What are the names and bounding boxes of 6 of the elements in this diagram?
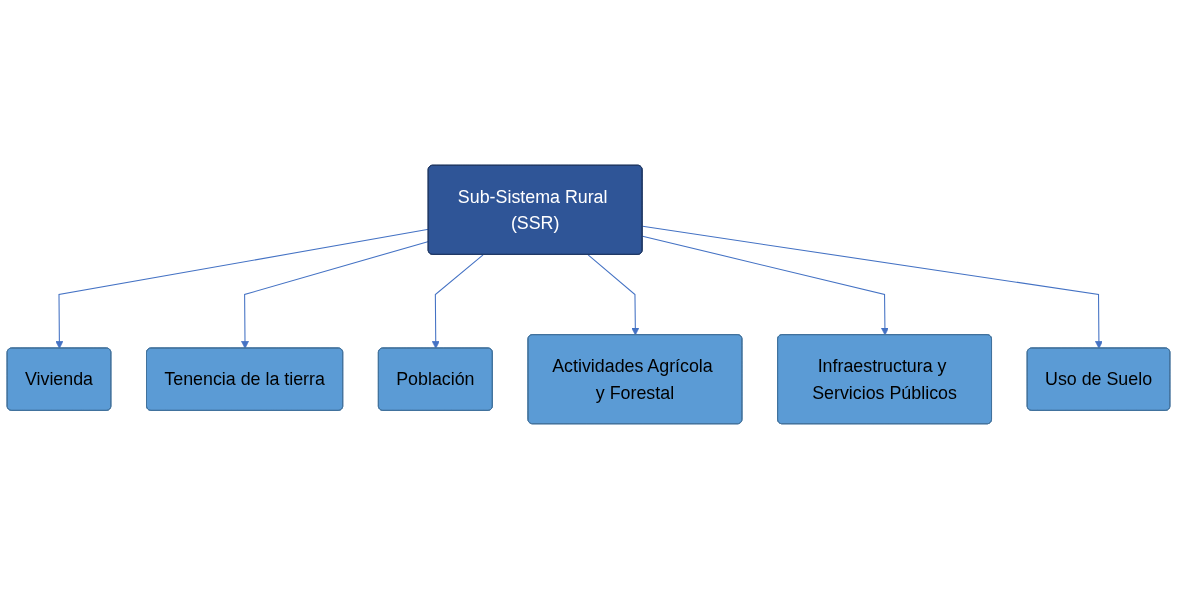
arrow — [55, 228, 430, 349]
arrow — [642, 225, 1103, 349]
arrow — [642, 235, 889, 336]
arrow — [241, 240, 430, 349]
arrow — [587, 254, 640, 336]
arrow — [431, 254, 484, 349]
